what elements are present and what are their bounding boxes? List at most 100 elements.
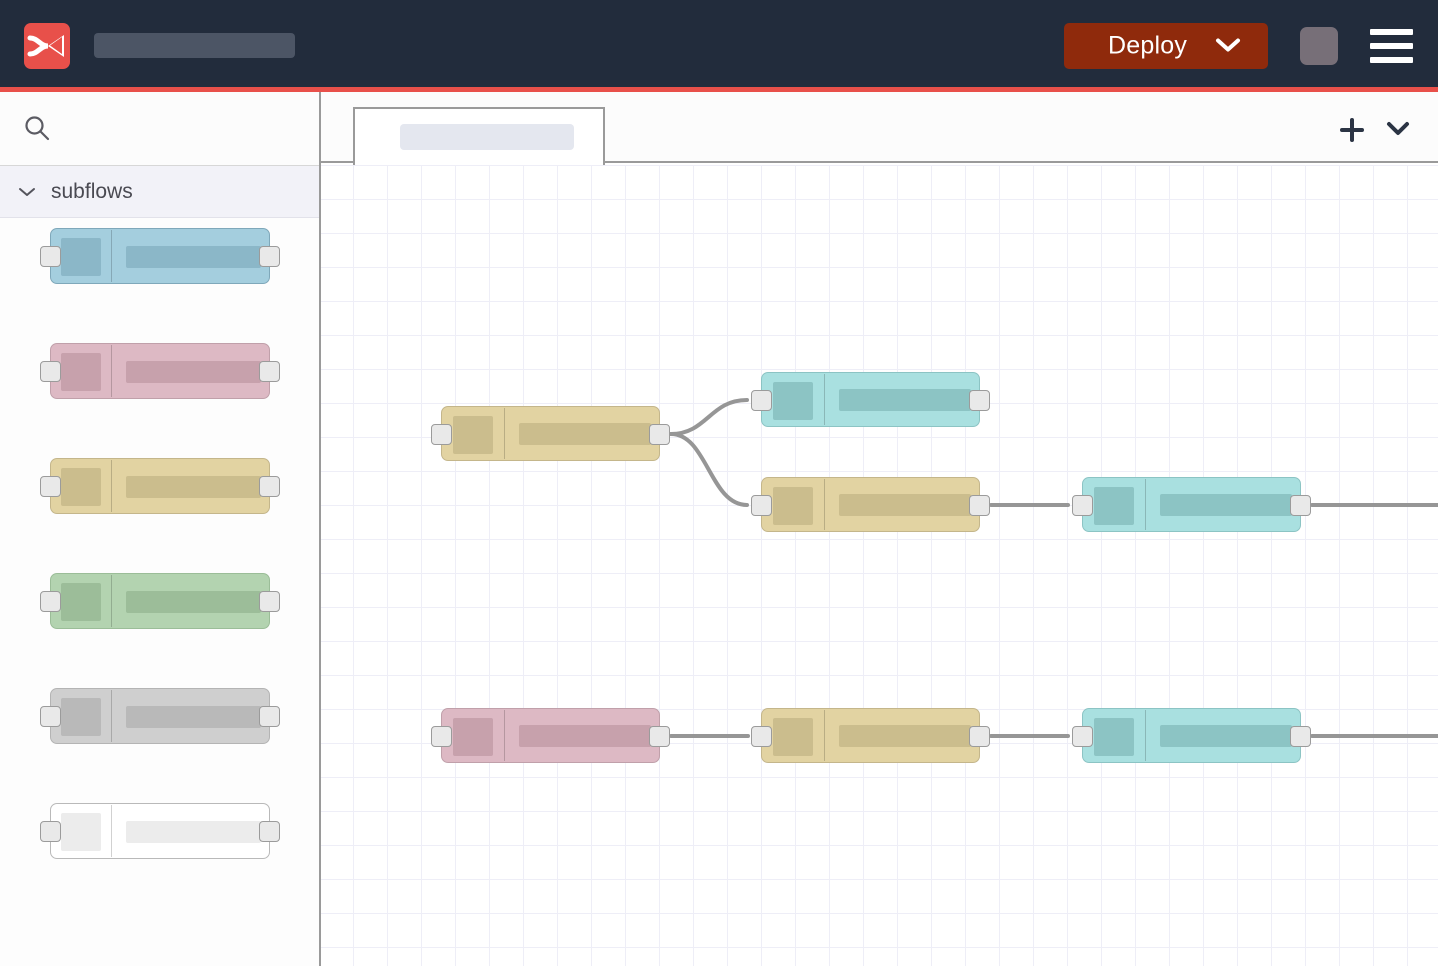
flow-node-yellow-1[interactable] [431,406,670,461]
node-input-port[interactable] [1072,726,1093,747]
node-input-port[interactable] [751,495,772,516]
node-icon-box [773,487,813,525]
node-output-port[interactable] [259,476,280,497]
palette-search-row[interactable] [0,92,319,166]
node-divider [111,230,112,282]
node-output-port[interactable] [259,821,280,842]
node-input-port[interactable] [751,390,772,411]
deploy-button[interactable]: Deploy [1064,23,1268,69]
node-output-port[interactable] [1290,495,1311,516]
node-input-port[interactable] [431,726,452,747]
flow-canvas-area [321,92,1438,966]
sidebar-section-subflows[interactable]: subflows [0,166,319,218]
node-divider [824,710,825,761]
node-label [126,591,261,613]
palette-node-yellow[interactable] [40,458,280,514]
flow-tab-bar [321,92,1438,165]
node-input-port[interactable] [431,424,452,445]
node-icon-box [61,468,101,506]
node-icon-box [61,813,101,851]
node-icon-box [773,718,813,756]
wire-n1-n2[interactable] [669,398,749,436]
node-label [839,725,971,747]
node-output-port[interactable] [259,706,280,727]
wire-n1-n3[interactable] [669,432,749,507]
node-label [126,706,261,728]
palette-node-grey[interactable] [40,688,280,744]
palette-node-white[interactable] [40,803,280,859]
node-icon-box [61,353,101,391]
flow-node-pink-1[interactable] [431,708,670,763]
node-label [839,389,971,411]
deploy-button-label: Deploy [1108,31,1188,60]
node-red-logo-icon[interactable] [24,23,70,69]
node-input-port[interactable] [40,476,61,497]
canvas-grid[interactable] [321,165,1438,966]
flow-node-cyan-3[interactable] [1072,708,1311,763]
chevron-down-icon [1214,32,1242,61]
flow-tab-label [400,124,574,150]
node-label [126,361,261,383]
node-icon-box [1094,487,1134,525]
node-icon-box [1094,718,1134,756]
node-icon-box [61,238,101,276]
flow-tab-active[interactable] [353,107,605,165]
node-label [519,423,651,445]
flow-nodes-layer [321,165,1438,966]
node-output-port[interactable] [649,424,670,445]
node-input-port[interactable] [40,821,61,842]
node-output-port[interactable] [259,591,280,612]
node-divider [111,460,112,512]
node-label [1160,725,1292,747]
node-icon-box [773,382,813,420]
node-divider [111,805,112,857]
node-divider [111,345,112,397]
node-input-port[interactable] [40,591,61,612]
node-output-port[interactable] [649,726,670,747]
node-label [1160,494,1292,516]
node-label [126,246,261,268]
palette-node-pink[interactable] [40,343,280,399]
palette-node-green[interactable] [40,573,280,629]
node-output-port[interactable] [969,390,990,411]
node-output-port[interactable] [969,495,990,516]
node-label [839,494,971,516]
node-label [126,476,261,498]
node-input-port[interactable] [40,361,61,382]
node-input-port[interactable] [751,726,772,747]
node-input-port[interactable] [40,706,61,727]
node-output-port[interactable] [259,361,280,382]
node-divider [1145,479,1146,530]
user-avatar[interactable] [1300,27,1338,65]
node-divider [111,575,112,627]
flow-node-cyan-2[interactable] [1072,477,1311,532]
node-divider [504,408,505,459]
flow-node-cyan-1[interactable] [751,372,990,427]
flow-node-yellow-2[interactable] [751,477,990,532]
node-output-port[interactable] [259,246,280,267]
palette-sidebar: subflows [0,92,321,966]
sidebar-section-label: subflows [51,179,133,203]
node-output-port[interactable] [969,726,990,747]
plus-icon[interactable] [1338,116,1366,149]
node-icon-box [61,698,101,736]
chevron-down-icon[interactable] [1383,118,1413,143]
node-label [126,821,261,843]
node-input-port[interactable] [1072,495,1093,516]
header-accent-stripe [0,87,1438,92]
search-icon[interactable] [22,113,52,148]
wire-layer [669,398,1438,738]
node-divider [1145,710,1146,761]
node-icon-box [453,718,493,756]
node-divider [824,479,825,530]
flow-node-yellow-3[interactable] [751,708,990,763]
node-icon-box [453,416,493,454]
node-input-port[interactable] [40,246,61,267]
hamburger-menu-icon[interactable] [1370,29,1413,63]
node-output-port[interactable] [1290,726,1311,747]
palette-node-blue[interactable] [40,228,280,284]
node-divider [504,710,505,761]
flow-title-redacted [94,33,295,58]
node-icon-box [61,583,101,621]
